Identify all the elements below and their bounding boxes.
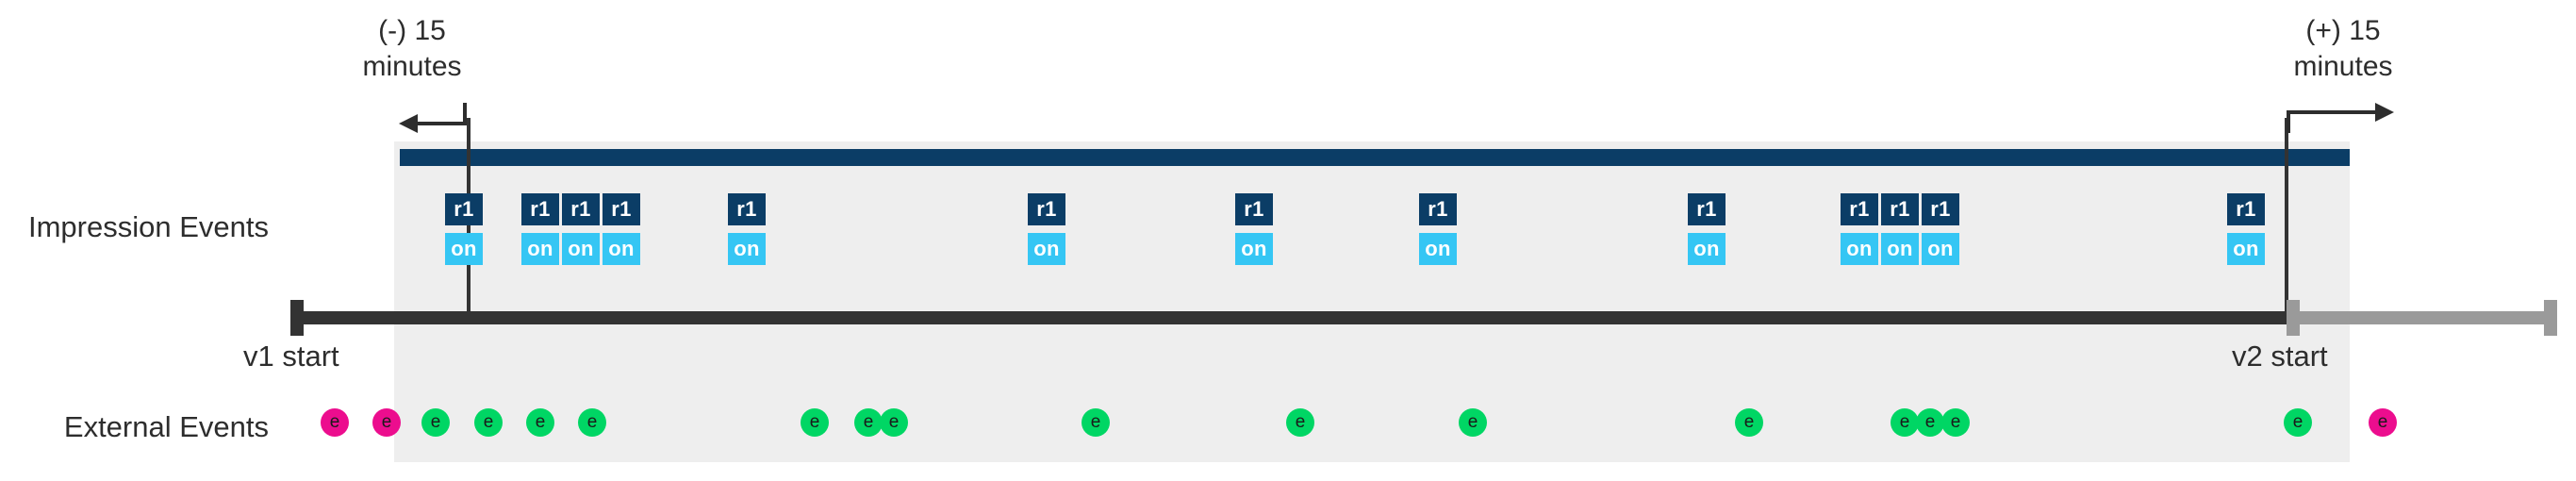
impression-r1-badge: r1 (521, 193, 559, 225)
impression-on-badge: on (603, 233, 640, 265)
external-event-dot[interactable]: e (2284, 408, 2312, 437)
impression-r1-badge: r1 (1688, 193, 1726, 225)
external-event-dot[interactable]: e (1891, 408, 1919, 437)
impression-on-badge: on (1028, 233, 1065, 265)
external-event-dot[interactable]: e (474, 408, 503, 437)
external-event-dot[interactable]: e (421, 408, 450, 437)
v1-bar-line (290, 311, 2287, 324)
impression-r1-badge: r1 (603, 193, 640, 225)
impression-cluster: r1 on (445, 193, 483, 265)
impression-event[interactable]: r1 on (445, 193, 483, 265)
impression-event[interactable]: r1 on (1922, 193, 1959, 265)
impression-event[interactable]: r1 on (2227, 193, 2265, 265)
impression-event[interactable]: r1 on (521, 193, 559, 265)
external-event-dot[interactable]: e (578, 408, 606, 437)
external-event-dot[interactable]: e (854, 408, 883, 437)
impression-on-badge: on (1688, 233, 1726, 265)
impression-event[interactable]: r1 on (1419, 193, 1457, 265)
impression-r1-badge: r1 (1841, 193, 1878, 225)
impression-on-badge: on (1922, 233, 1959, 265)
v2-bar-cap-end (2544, 300, 2557, 336)
external-event-dot[interactable]: e (1735, 408, 1763, 437)
impression-r1-badge: r1 (1419, 193, 1457, 225)
arrow-right-icon (2287, 103, 2394, 133)
external-event-dot[interactable]: e (321, 408, 349, 437)
impression-r1-badge: r1 (728, 193, 766, 225)
impression-cluster: r1 on (1419, 193, 1457, 265)
attribution-window-band-lower (394, 278, 2350, 462)
impression-cluster: r1 on (1688, 193, 1726, 265)
external-event-dot[interactable]: e (1286, 408, 1314, 437)
callout-plus-15-minutes: (+) 15 minutes (2258, 13, 2428, 85)
external-event-dot[interactable]: e (1082, 408, 1110, 437)
impression-r1-badge: r1 (1235, 193, 1273, 225)
impression-event[interactable]: r1 on (562, 193, 600, 265)
row-label-impression-events: Impression Events (28, 210, 269, 243)
impression-on-badge: on (1841, 233, 1878, 265)
external-event-dot[interactable]: e (372, 408, 401, 437)
external-event-dot[interactable]: e (1916, 408, 1944, 437)
impression-on-badge: on (2227, 233, 2265, 265)
impression-cluster: r1 on (1235, 193, 1273, 265)
impression-r1-badge: r1 (1881, 193, 1919, 225)
callout-line-1: (-) 15 (378, 15, 446, 46)
impression-event[interactable]: r1 on (1235, 193, 1273, 265)
ad-serving-rail (400, 149, 2350, 166)
callout-line-1: (+) 15 (2305, 15, 2381, 46)
impression-event[interactable]: r1 on (603, 193, 640, 265)
impression-on-badge: on (1419, 233, 1457, 265)
arrow-left-icon (399, 103, 467, 133)
external-event-dot[interactable]: e (526, 408, 554, 437)
impression-cluster: r1 on (1028, 193, 1065, 265)
impression-on-badge: on (445, 233, 483, 265)
v1-start-label: v1 start (243, 340, 339, 373)
impression-event[interactable]: r1 on (1881, 193, 1919, 265)
impression-event[interactable]: r1 on (1688, 193, 1726, 265)
impression-on-badge: on (728, 233, 766, 265)
external-event-dot[interactable]: e (1941, 408, 1970, 437)
impression-r1-badge: r1 (1922, 193, 1959, 225)
external-event-dot[interactable]: e (880, 408, 908, 437)
impression-on-badge: on (521, 233, 559, 265)
impression-r1-badge: r1 (1028, 193, 1065, 225)
impression-on-badge: on (1881, 233, 1919, 265)
v2-start-label: v2 start (2232, 340, 2328, 373)
impression-r1-badge: r1 (562, 193, 600, 225)
impression-event[interactable]: r1 on (1028, 193, 1065, 265)
external-event-dot[interactable]: e (801, 408, 829, 437)
impression-cluster: r1 on (728, 193, 766, 265)
external-event-dot[interactable]: e (1459, 408, 1487, 437)
callout-line-2: minutes (2293, 51, 2393, 82)
external-event-dot[interactable]: e (2369, 408, 2397, 437)
row-label-external-events: External Events (63, 410, 269, 443)
impression-cluster: r1 on (2227, 193, 2265, 265)
callout-minus-15-minutes: (-) 15 minutes (327, 13, 497, 85)
impression-on-badge: on (1235, 233, 1273, 265)
v2-bar-line (2287, 311, 2557, 324)
impression-event[interactable]: r1 on (1841, 193, 1878, 265)
impression-on-badge: on (562, 233, 600, 265)
window-end-guide-line (2285, 118, 2288, 321)
impression-r1-badge: r1 (445, 193, 483, 225)
impression-event[interactable]: r1 on (728, 193, 766, 265)
callout-line-2: minutes (362, 51, 462, 82)
impression-r1-badge: r1 (2227, 193, 2265, 225)
